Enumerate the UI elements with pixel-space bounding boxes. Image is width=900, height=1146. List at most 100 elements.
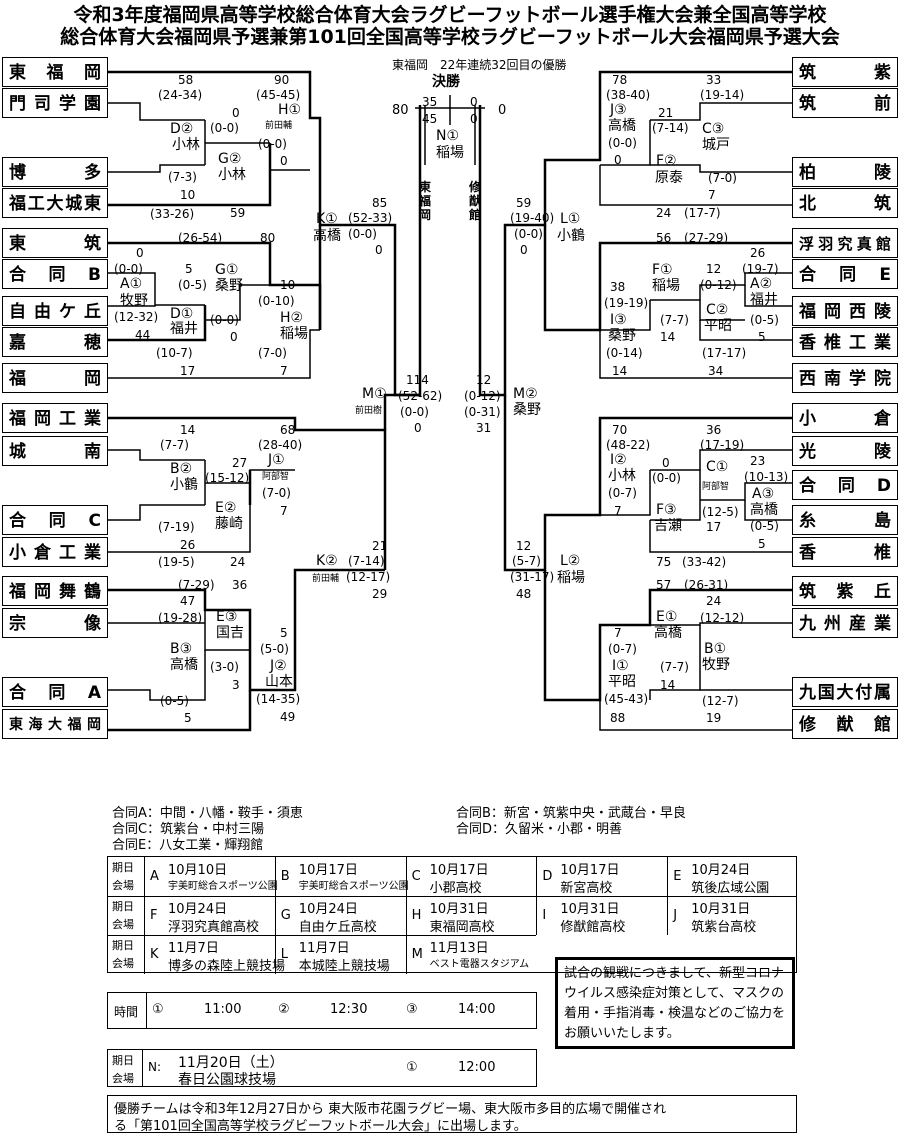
final-right-team-vertical: 修猷館 (468, 180, 481, 222)
score-label: 0 (520, 243, 528, 257)
venue-label: I③ (610, 312, 627, 328)
score-label: (15-12) (205, 471, 250, 485)
team-right-14: 香椎 (792, 537, 898, 567)
team-right-9: 西南学院 (792, 363, 898, 393)
score-label: 80 (260, 231, 276, 245)
match-date: 10月24日 (298, 902, 358, 917)
score-label: 7 (708, 188, 716, 202)
team-left-9: 福岡 (2, 363, 108, 393)
venue-label: A③ (752, 486, 775, 502)
team-left-6: 合同B (2, 259, 108, 289)
footer-line-1: 優勝チームは令和3年12月27日から 東大阪市花園ラグビー場、東大阪市多目的広場… (114, 1102, 667, 1117)
team-left-8: 嘉穂 (2, 327, 108, 357)
score-label: (24-34) (158, 88, 203, 102)
score-label: 114 (406, 373, 429, 387)
score-label: (7-7) (660, 660, 689, 674)
score-label: 27 (232, 456, 248, 470)
score-label: (7-14) (348, 554, 385, 568)
score-label: (7-7) (660, 313, 689, 327)
referee-label: 高橋 (170, 657, 198, 673)
score-label: 88 (610, 711, 626, 725)
referee-label: 原泰 (655, 170, 683, 186)
score-label: 57 (656, 578, 672, 592)
referee-label: 小林 (608, 468, 636, 484)
score-label: 5 (184, 711, 192, 725)
referee-label: 城戸 (702, 137, 730, 153)
venue-label: F① (652, 262, 673, 278)
score-label: (0-0) (400, 405, 429, 419)
score-label: (19-19) (604, 296, 649, 310)
score-label: (0-5) (178, 278, 207, 292)
match-venue: ベスト電器スタジアム (429, 959, 530, 970)
score-label: 14 (612, 364, 628, 378)
final-time: 12:00 (458, 1060, 496, 1075)
score-label: 0 (414, 421, 422, 435)
score-label: (12-32) (114, 310, 159, 324)
score-label: 26 (750, 246, 766, 260)
final-venue-header: 会場 (112, 1072, 134, 1085)
referee-label: 藤崎 (215, 516, 243, 532)
team-left-14: 福岡舞鶴 (2, 576, 108, 606)
score-label: 7 (614, 504, 622, 518)
score-label: (14-35) (256, 692, 301, 706)
score-label: 78 (612, 73, 628, 87)
schedule-venue-header: 会場 (112, 918, 134, 931)
score-label: (0-12) (464, 389, 501, 403)
score-label: (10-13) (744, 470, 789, 484)
score-label: (27-29) (684, 231, 729, 245)
match-date: 10月24日 (691, 863, 751, 878)
score-label: (0-0) (114, 262, 143, 276)
bracket-lines (108, 70, 792, 732)
team-left-7: 自由ケ丘 (2, 296, 108, 326)
score-label: (0-31) (464, 405, 501, 419)
score-label: 0 (232, 106, 240, 120)
score-label: (0-10) (258, 294, 295, 308)
score-label: (0-7) (608, 486, 637, 500)
venue-label: F② (656, 153, 677, 169)
score-label: 3 (232, 678, 240, 692)
venue-label: C② (706, 302, 729, 318)
time-slot-1: ① (152, 1002, 164, 1017)
venue-label: J① (268, 452, 285, 468)
time-slot-2: ② (278, 1002, 290, 1017)
team-right-3: 柏陵 (792, 157, 898, 187)
match-date: 11月7日 (298, 941, 350, 956)
score-label: (19-14) (700, 88, 745, 102)
venue-label: D① (170, 306, 194, 322)
score-label: (52-62) (398, 389, 443, 403)
score-label: (17-7) (684, 206, 721, 220)
score-label: 23 (750, 454, 766, 468)
score-label: 36 (706, 423, 722, 437)
team-left-4: 福工大城東 (2, 188, 108, 218)
venue-label: C③ (702, 121, 725, 137)
score-label: (45-43) (604, 692, 649, 706)
score-label: 48 (516, 587, 532, 601)
legend-D: 合同D：久留米・小郡・明善 (456, 822, 623, 837)
score-label: (12-7) (702, 694, 739, 708)
match-date: 10月17日 (560, 863, 620, 878)
legend-A: 合同A：中間・八幡・鞍手・須恵 (112, 806, 303, 821)
venue-label: C① (706, 459, 729, 475)
score-label: 14 (660, 678, 676, 692)
score-label: 26 (180, 538, 196, 552)
score-label: (0-0) (514, 227, 543, 241)
score-label: (12-5) (702, 505, 739, 519)
score-label: 12 (706, 262, 722, 276)
score-label: 5 (758, 537, 766, 551)
venue-code: F (150, 908, 158, 923)
referee-label: 高橋 (608, 118, 636, 134)
referee-label: 国吉 (216, 625, 244, 641)
covid-notice: 試合の観戦につきまして、新型コロナウイルス感染症対策として、マスクの着用・手指消… (555, 957, 795, 1049)
venue-label: J③ (610, 102, 627, 118)
score-label: (33-42) (682, 555, 727, 569)
venue-label: H① (278, 102, 302, 118)
score-label: 5 (280, 626, 288, 640)
referee-label: 山本 (265, 674, 293, 690)
team-right-7: 福岡西陵 (792, 296, 898, 326)
match-venue: 浮羽究真館高校 (168, 920, 260, 935)
score-label: (33-26) (150, 207, 195, 221)
score-label: (26-31) (684, 578, 729, 592)
score-label: (7-0) (258, 346, 287, 360)
team-left-12: 合同C (2, 505, 108, 535)
score-label: (19-40) (510, 211, 555, 225)
